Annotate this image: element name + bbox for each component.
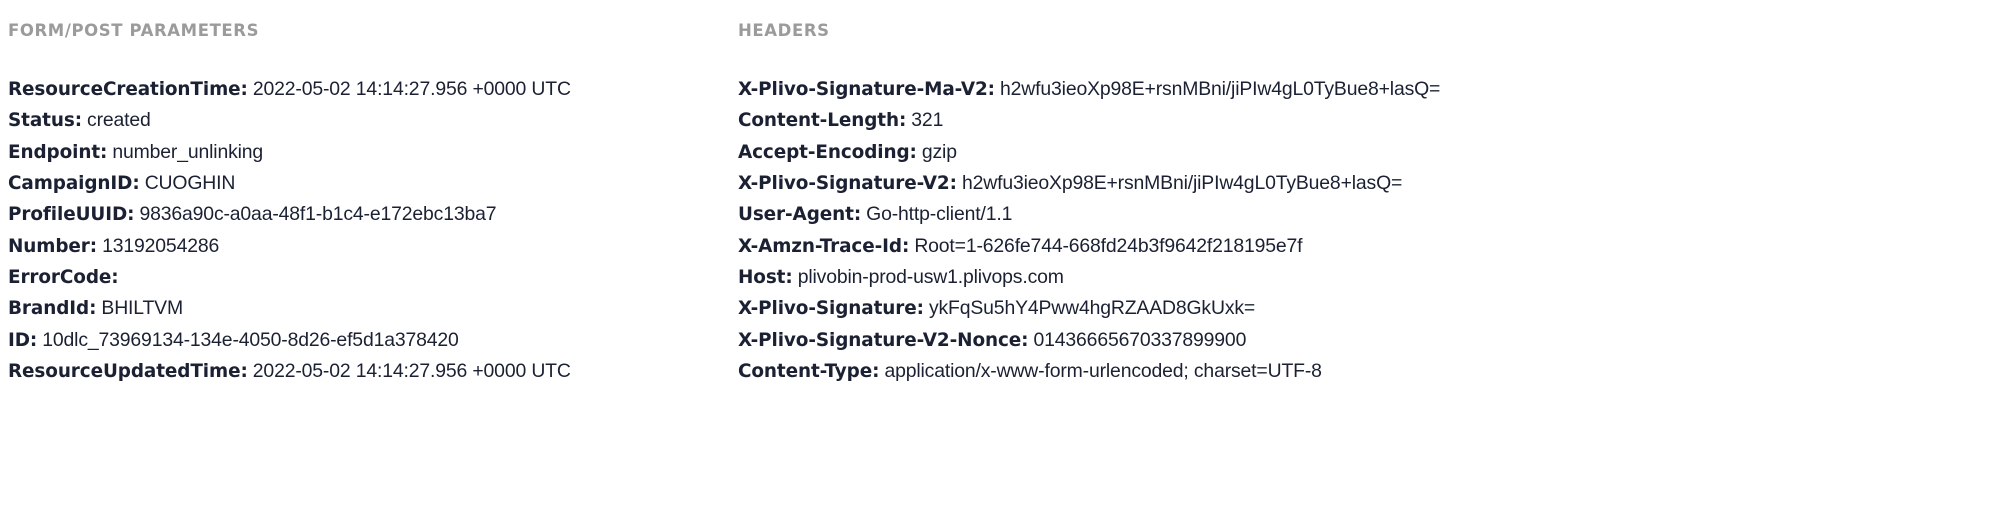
header-key: User-Agent bbox=[738, 204, 854, 226]
header-key: X-Plivo-Signature bbox=[738, 298, 917, 320]
list-item: X-Plivo-Signature-V2:h2wfu3ieoXp98E+rsnM… bbox=[738, 168, 2005, 199]
headers-list: X-Plivo-Signature-Ma-V2:h2wfu3ieoXp98E+r… bbox=[738, 74, 2005, 387]
list-item: Content-Type:application/x-www-form-urle… bbox=[738, 356, 2005, 387]
param-key: Number bbox=[8, 235, 90, 257]
header-value: h2wfu3ieoXp98E+rsnMBni/jiPIw4gL0TyBue8+l… bbox=[961, 172, 1403, 195]
header-colon: : bbox=[909, 141, 917, 163]
list-item: ResourceUpdatedTime:2022-05-02 14:14:27.… bbox=[8, 356, 735, 387]
param-colon: : bbox=[132, 173, 140, 195]
list-item: Content-Length:321 bbox=[738, 105, 2005, 136]
header-value: 321 bbox=[911, 109, 944, 132]
header-colon: : bbox=[785, 266, 793, 288]
param-key: ErrorCode bbox=[8, 266, 112, 288]
header-colon: : bbox=[949, 173, 957, 195]
header-value: Root=1-626fe744-668fd24b3f9642f218195e7f bbox=[914, 234, 1303, 257]
form-post-parameters-list: ResourceCreationTime:2022-05-02 14:14:27… bbox=[8, 74, 735, 387]
param-colon: : bbox=[74, 110, 83, 132]
param-colon: : bbox=[100, 141, 108, 163]
list-item: ResourceCreationTime:2022-05-02 14:14:27… bbox=[8, 74, 735, 105]
header-value: application/x-www-form-urlencoded; chars… bbox=[884, 359, 1322, 382]
param-key: CampaignID bbox=[8, 173, 133, 195]
header-value: ykFqSu5hY4Pww4hgRZAAD8GkUxk= bbox=[928, 297, 1256, 320]
details-columns: FORM/POST PARAMETERS ResourceCreationTim… bbox=[0, 0, 2005, 387]
list-item: X-Amzn-Trace-Id:Root=1-626fe744-668fd24b… bbox=[738, 231, 2005, 262]
param-value: number_unlinking bbox=[112, 140, 264, 163]
list-item: X-Plivo-Signature-Ma-V2:h2wfu3ieoXp98E+r… bbox=[738, 74, 2005, 105]
param-colon: : bbox=[111, 266, 119, 288]
param-colon: : bbox=[240, 360, 248, 382]
section-heading-headers: HEADERS bbox=[738, 21, 830, 40]
param-colon: : bbox=[127, 204, 135, 226]
param-value: CUOGHIN bbox=[144, 172, 236, 195]
list-item: ErrorCode: bbox=[8, 262, 735, 293]
header-colon: : bbox=[916, 298, 924, 320]
param-key: ID bbox=[8, 329, 30, 351]
header-colon: : bbox=[898, 110, 907, 132]
list-item: BrandId:BHILTVM bbox=[8, 293, 735, 324]
param-key: ResourceUpdatedTime bbox=[8, 360, 241, 382]
param-key: Endpoint bbox=[8, 141, 101, 163]
form-post-parameters-column: FORM/POST PARAMETERS ResourceCreationTim… bbox=[0, 0, 735, 387]
list-item: Number:13192054286 bbox=[8, 231, 735, 262]
param-value: 2022-05-02 14:14:27.956 +0000 UTC bbox=[252, 78, 571, 101]
list-item: Host:plivobin-prod-usw1.plivops.com bbox=[738, 262, 2005, 293]
list-item: X-Plivo-Signature:ykFqSu5hY4Pww4hgRZAAD8… bbox=[738, 293, 2005, 324]
param-key: ResourceCreationTime bbox=[8, 79, 241, 101]
param-value: 13192054286 bbox=[102, 234, 220, 257]
list-item: ProfileUUID:9836a90c-a0aa-48f1-b1c4-e172… bbox=[8, 199, 735, 230]
header-key: Accept-Encoding bbox=[738, 141, 910, 163]
header-colon: : bbox=[987, 79, 996, 101]
param-value: created bbox=[87, 109, 151, 132]
param-key: Status bbox=[8, 110, 75, 132]
list-item: X-Plivo-Signature-V2-Nonce:0143666567033… bbox=[738, 325, 2005, 356]
list-item: Status:created bbox=[8, 105, 735, 136]
list-item: ID:10dlc_73969134-134e-4050-8d26-ef5d1a3… bbox=[8, 325, 735, 356]
header-key: X-Plivo-Signature-V2-Nonce bbox=[738, 329, 1022, 351]
header-colon: : bbox=[901, 235, 910, 257]
param-colon: : bbox=[89, 298, 97, 320]
list-item: Accept-Encoding:gzip bbox=[738, 137, 2005, 168]
header-colon: : bbox=[872, 360, 880, 382]
header-value: h2wfu3ieoXp98E+rsnMBni/jiPIw4gL0TyBue8+l… bbox=[1000, 78, 1441, 101]
section-heading-form-post-parameters: FORM/POST PARAMETERS bbox=[8, 21, 260, 40]
header-value: gzip bbox=[921, 140, 957, 163]
list-item: User-Agent:Go-http-client/1.1 bbox=[738, 199, 2005, 230]
param-value: 10dlc_73969134-134e-4050-8d26-ef5d1a3784… bbox=[42, 328, 459, 351]
header-value: Go-http-client/1.1 bbox=[866, 203, 1013, 226]
list-item: CampaignID:CUOGHIN bbox=[8, 168, 735, 199]
param-value: 2022-05-02 14:14:27.956 +0000 UTC bbox=[252, 359, 571, 382]
param-key: BrandId bbox=[8, 298, 90, 320]
header-key: X-Plivo-Signature-V2 bbox=[738, 173, 950, 195]
param-value: 9836a90c-a0aa-48f1-b1c4-e172ebc13ba7 bbox=[139, 203, 497, 226]
header-key: Content-Length bbox=[738, 110, 899, 132]
header-key: X-Amzn-Trace-Id bbox=[738, 235, 902, 257]
header-value: 01436665670337899900 bbox=[1033, 328, 1247, 351]
headers-column: HEADERS X-Plivo-Signature-Ma-V2:h2wfu3ie… bbox=[735, 0, 2005, 387]
header-colon: : bbox=[1021, 329, 1029, 351]
header-key: Host bbox=[738, 266, 786, 288]
header-key: Content-Type bbox=[738, 360, 873, 382]
param-key: ProfileUUID bbox=[8, 204, 128, 226]
param-colon: : bbox=[89, 235, 98, 257]
param-colon: : bbox=[240, 79, 248, 101]
list-item: Endpoint:number_unlinking bbox=[8, 137, 735, 168]
header-key: X-Plivo-Signature-Ma-V2 bbox=[738, 79, 988, 101]
param-value: BHILTVM bbox=[101, 297, 183, 320]
param-colon: : bbox=[29, 329, 38, 351]
header-value: plivobin-prod-usw1.plivops.com bbox=[797, 265, 1064, 288]
header-colon: : bbox=[853, 204, 862, 226]
